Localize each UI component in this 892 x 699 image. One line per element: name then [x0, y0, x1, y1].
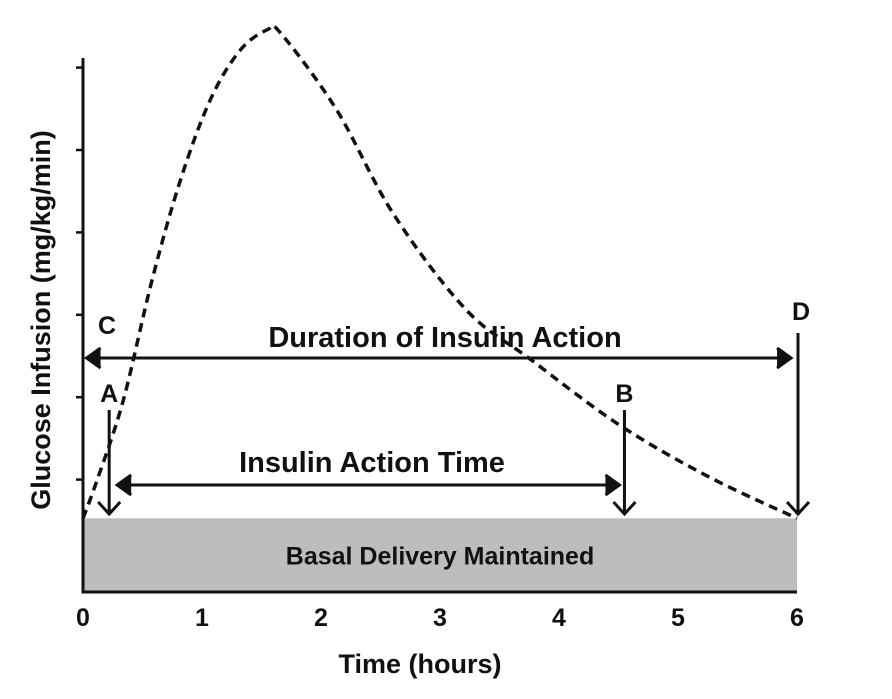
- x-tick-label: 4: [552, 604, 566, 632]
- point-c-label: C: [98, 312, 116, 340]
- arrow-right-head-icon: [604, 473, 623, 497]
- x-tick-label: 0: [76, 604, 90, 632]
- point-b-label: B: [615, 380, 633, 408]
- arrow-down-icon: [785, 500, 811, 517]
- y-axis-label: Glucose Infusion (mg/kg/min): [26, 130, 56, 510]
- point-d-label: D: [792, 298, 810, 326]
- annotations: [83, 333, 811, 517]
- point-a-label: A: [100, 380, 118, 408]
- insulin-action-time-label: Insulin Action Time: [239, 447, 505, 479]
- arrow-down-icon: [97, 500, 122, 517]
- duration-of-insulin-action-label: Duration of Insulin Action: [268, 322, 621, 354]
- glucose-infusion-curve: [81, 23, 798, 520]
- x-axis-label: Time (hours): [338, 649, 501, 679]
- x-tick-label: 1: [195, 604, 209, 632]
- arrow-down-icon: [612, 500, 637, 517]
- basal-delivery-band: [83, 518, 797, 592]
- y-axis-ticks: [76, 66, 83, 481]
- x-axis-ticks: 0 1 2 3 4 5 6: [76, 604, 804, 632]
- x-tick-label: 2: [314, 604, 328, 632]
- basal-delivery-label: Basal Delivery Maintained: [286, 542, 594, 570]
- x-tick-label: 3: [433, 604, 447, 632]
- arrow-right-head-icon: [776, 346, 794, 370]
- x-tick-label: 5: [671, 604, 685, 632]
- x-tick-label: 6: [790, 604, 804, 632]
- arrow-left-head-icon: [83, 346, 102, 370]
- arrow-left-head-icon: [114, 473, 133, 497]
